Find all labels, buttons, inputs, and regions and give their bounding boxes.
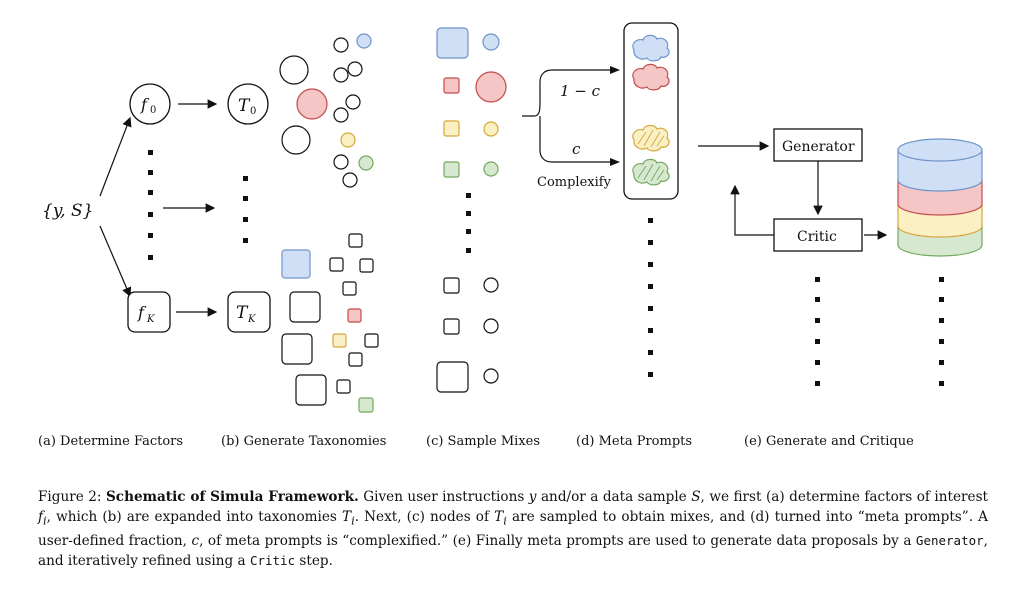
taxonomy-green-circle xyxy=(358,155,374,171)
arrow-input-to-fk xyxy=(99,225,132,298)
taxonomy-tk-subscript: K xyxy=(247,314,256,325)
figure-title: Schematic of Simula Framework. xyxy=(105,489,359,505)
factor-fk-node xyxy=(127,291,171,333)
caption-math: f xyxy=(38,509,44,525)
simula-framework-diagram: {y, S} f 0 f K T 0 T K xyxy=(38,22,983,449)
caption-math: S xyxy=(691,489,701,505)
mix-green-square xyxy=(443,161,460,178)
mix-red-circle xyxy=(475,71,507,103)
meta-prompt-green-cloud xyxy=(632,158,670,186)
factor-fk-subscript: K xyxy=(146,314,155,325)
database-icon xyxy=(897,138,983,257)
factor-f0-node xyxy=(129,83,171,125)
arrow-input-to-f0 xyxy=(99,116,132,197)
meta-prompts-box xyxy=(623,22,679,200)
meta-prompt-blue-cloud xyxy=(632,34,670,62)
caption-text: and/or a data sample xyxy=(536,489,692,505)
caption-math: T xyxy=(342,509,352,525)
mix-blue-circle xyxy=(482,33,500,51)
taxonomy-red-square xyxy=(347,308,362,323)
complexify-label: Complexify xyxy=(537,175,612,190)
branch-brace xyxy=(522,69,612,163)
taxonomy-red-circle xyxy=(296,88,328,120)
taxonomy-t0-subscript: 0 xyxy=(250,106,256,117)
caption-math-sub: i xyxy=(503,513,507,528)
taxonomy-tk-node xyxy=(227,291,271,333)
taxonomy-circles-cluster xyxy=(279,37,363,188)
caption-math: T xyxy=(494,509,504,525)
taxonomy-yellow-square xyxy=(332,333,347,348)
mix-bottom-rows xyxy=(436,277,499,393)
critic-box xyxy=(773,218,863,252)
figure-label: Figure 2: xyxy=(38,489,102,505)
taxonomy-yellow-circle xyxy=(340,132,356,148)
mix-yellow-square xyxy=(443,120,460,137)
caption-text: step. xyxy=(295,552,333,569)
mix-ellipsis xyxy=(466,193,471,253)
factor-f0-label: f xyxy=(140,95,150,114)
caption-text: are sampled to obtain mixes, and (d) tur… xyxy=(38,509,988,549)
taxonomy-t0-label: T xyxy=(238,96,251,116)
subcaption-d: (d) Meta Prompts xyxy=(576,434,692,449)
caption-math: y xyxy=(528,489,537,505)
caption-math-sub: i xyxy=(351,513,355,528)
branch-top-label: 1 − c xyxy=(560,82,601,100)
factor-ellipsis xyxy=(148,150,153,260)
mix-green-circle xyxy=(483,161,499,177)
branch-bottom-label: c xyxy=(572,140,581,158)
subcaption-a: (a) Determine Factors xyxy=(38,434,183,449)
mix-blue-square xyxy=(436,27,469,59)
caption-text: , and iteratively refined using a xyxy=(38,532,988,569)
caption-code-generator: Generator xyxy=(915,532,984,548)
mix-yellow-circle xyxy=(483,121,499,137)
meta-prompt-ellipsis xyxy=(648,218,653,377)
caption-text: , of meta prompts is “complexified.” (e)… xyxy=(199,532,916,549)
caption-text: . Next, (c) nodes of xyxy=(354,509,495,525)
input-label: {y, S} xyxy=(42,201,93,221)
subcaption-e: (e) Generate and Critique xyxy=(744,434,914,449)
factor-f0-subscript: 0 xyxy=(150,105,156,116)
generator-ellipsis xyxy=(815,277,820,386)
generator-box xyxy=(773,128,863,162)
critic-label: Critic xyxy=(797,229,837,245)
taxonomy-tk-label: T xyxy=(236,303,249,323)
arrow-critic-feedback xyxy=(730,184,774,236)
meta-prompt-yellow-cloud xyxy=(632,124,670,152)
caption-text: , we first (a) determine factors of inte… xyxy=(700,489,989,505)
subcaption-b: (b) Generate Taxonomies xyxy=(221,434,386,449)
generator-label: Generator xyxy=(782,139,855,155)
caption-text: , which (b) are expanded into taxonomies xyxy=(46,509,343,525)
mix-red-square xyxy=(443,77,460,94)
taxonomy-blue-square xyxy=(281,249,311,279)
taxonomy-green-square xyxy=(358,397,374,413)
taxonomy-ellipsis xyxy=(243,176,248,243)
taxonomy-squares-cluster xyxy=(281,233,379,406)
caption-math: c xyxy=(191,532,200,549)
subcaption-c: (c) Sample Mixes xyxy=(426,434,540,449)
meta-prompt-red-cloud xyxy=(632,63,670,91)
database-ellipsis xyxy=(939,277,944,386)
factor-fk-label: f xyxy=(137,303,147,322)
taxonomy-blue-circle xyxy=(356,33,372,49)
figure-caption: Figure 2: Schematic of Simula Framework.… xyxy=(38,487,988,571)
taxonomy-t0-node xyxy=(227,83,269,125)
caption-text: Given user instructions xyxy=(363,489,529,505)
caption-math-sub: i xyxy=(43,513,47,528)
caption-code-critic: Critic xyxy=(249,552,296,568)
